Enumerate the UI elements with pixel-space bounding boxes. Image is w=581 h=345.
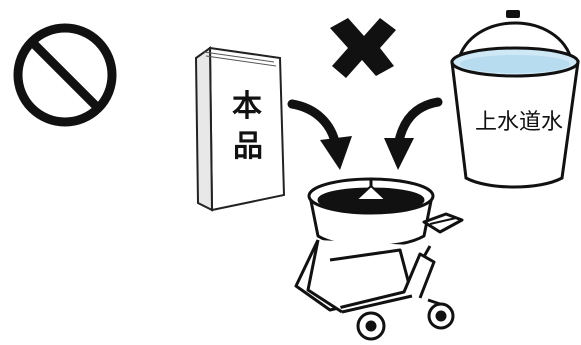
product-bag-icon [194, 46, 286, 212]
prohibition-icon [13, 23, 117, 127]
bag-label-bottom: 品 [233, 129, 263, 164]
bucket-label: 上水道水 [474, 110, 563, 135]
bag-label-top: 本 [232, 89, 262, 124]
water-bucket-icon [450, 10, 580, 189]
mortar-mixer-icon [294, 177, 464, 341]
left-arrow-icon [287, 99, 352, 170]
cross-mark-icon [330, 18, 396, 78]
right-arrow-icon [384, 97, 443, 170]
